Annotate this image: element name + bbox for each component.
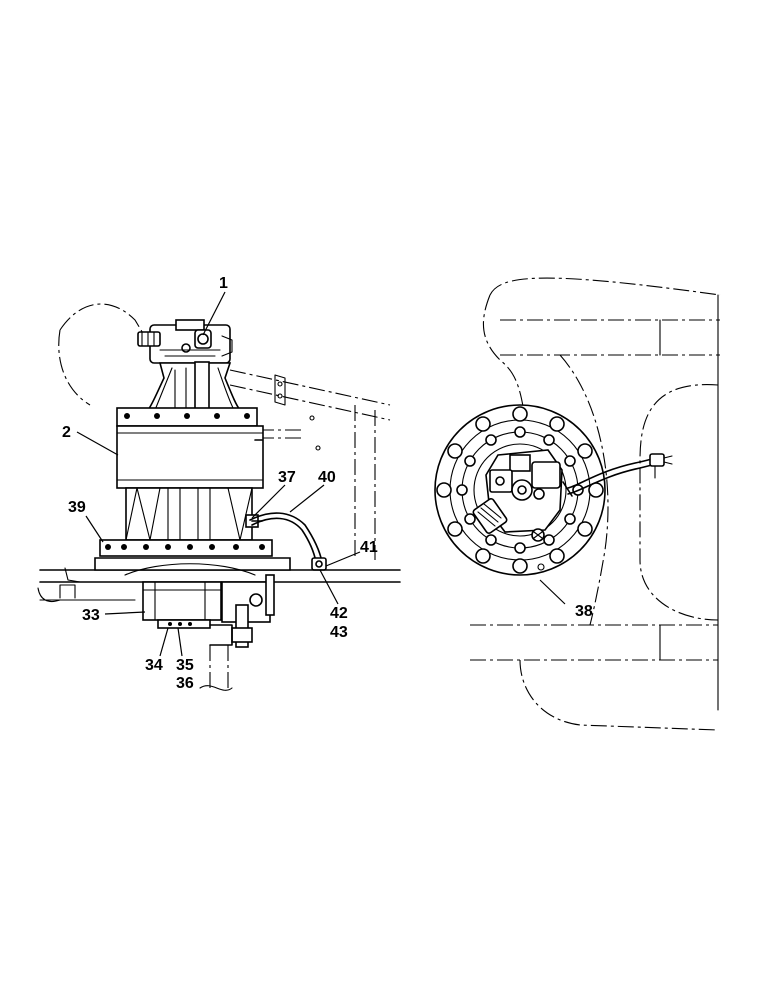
motor-housing [146,361,242,413]
callout-34: 34 [145,657,163,674]
leader-33 [104,611,146,615]
leader-38 [539,579,566,605]
support-legs [125,487,253,541]
frame-phantom-rail-top [229,369,391,406]
frame-hole [315,445,321,451]
callout-2: 2 [62,424,71,441]
callout-39: 39 [68,499,86,516]
plan-frame-left [482,294,526,421]
motor-top [472,449,563,542]
valve-block [137,319,233,364]
callout-33: 33 [82,607,100,624]
hose-assembly [245,512,327,571]
plan-frame-bottom [519,659,719,731]
leader-39 [85,515,104,543]
plan-view: 38 [434,277,721,731]
callout-38: 38 [575,603,593,620]
outer-bolts [436,406,604,574]
rail-bracket-hole [277,381,283,387]
callout-37: 37 [278,469,296,486]
callout-43: 43 [330,624,348,641]
callout-35: 35 [176,657,194,674]
pedestal-phantom [209,645,229,690]
leader-2 [76,431,119,456]
leader-40 [289,484,325,513]
plan-frame-cutout [639,384,719,621]
frame-phantom-rail-bottom [229,384,391,421]
leader-41 [325,551,361,567]
leader-42 [319,569,339,605]
callout-40: 40 [318,469,336,486]
leader-35 [177,627,183,657]
frame-phantom-left [58,329,91,406]
leader-1 [202,291,226,336]
plan-frame-beam-bottom [470,624,718,661]
plan-frame-beam-top [500,319,720,356]
sensor-bracket [209,574,275,648]
callout-1: 1 [219,275,228,292]
pinion-housing [142,581,222,629]
frame-hole [309,415,315,421]
gearbox-body [116,425,264,489]
side-view: 1 2 37 40 39 41 42 43 33 34 35 36 [37,275,401,692]
callout-41: 41 [360,539,378,556]
callout-36: 36 [176,675,194,692]
frame-phantom-tab [258,429,305,439]
leader-37 [251,484,286,519]
inner-bolts [456,426,584,571]
leader-34 [159,627,169,657]
callout-42: 42 [330,605,348,622]
upper-flange [116,407,258,427]
plan-hose [562,453,673,497]
rail-bracket-hole [277,393,283,399]
break-line [199,685,233,691]
plan-frame-top [489,277,721,296]
rail-bracket [274,374,286,406]
plan-frame-arc [559,354,609,626]
lower-flange [99,539,273,557]
frame-phantom-upper [59,303,151,346]
